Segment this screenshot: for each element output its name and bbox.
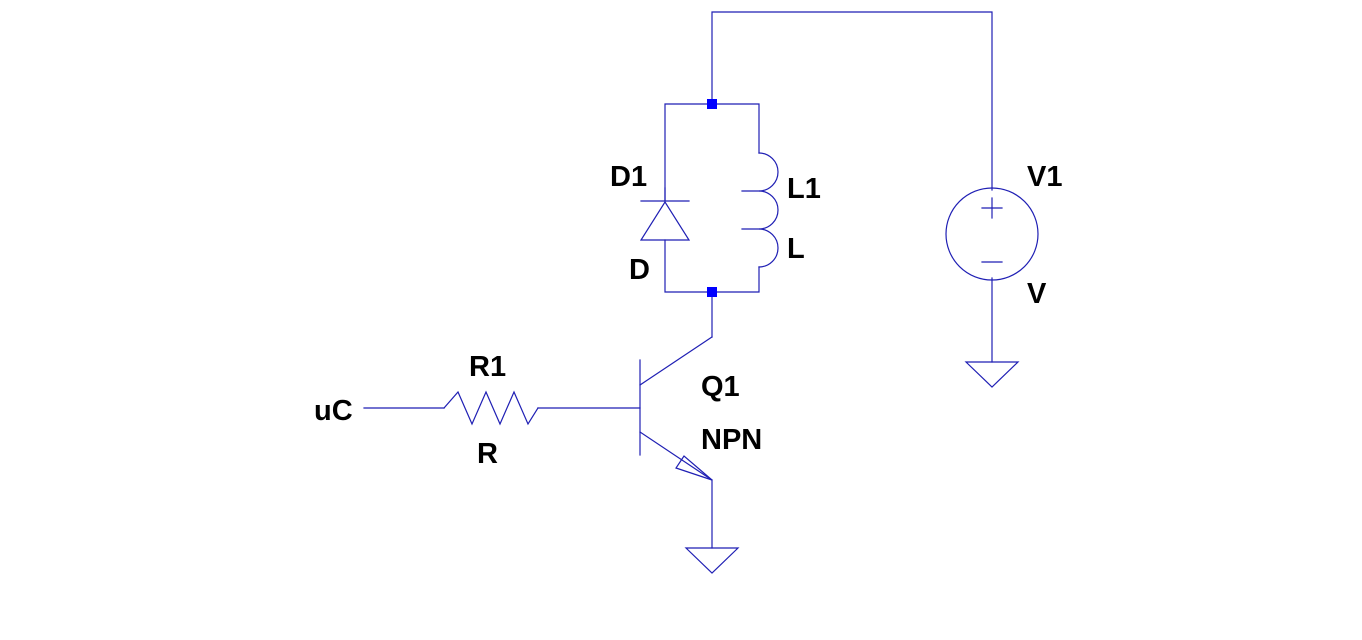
voltage-source-body: [945, 187, 1039, 281]
l1-ref-label: L1: [787, 173, 821, 205]
net-label-uc: uC: [314, 395, 353, 427]
ground-icon: [964, 361, 1020, 388]
v1-value-label: V: [1027, 278, 1047, 310]
transistor-emitter-arrow: [675, 455, 713, 481]
wires: [363, 11, 993, 549]
wire-upper-rail: [664, 103, 760, 202]
inductor-icon: [741, 152, 779, 268]
r1-ref-label: R1: [469, 351, 506, 383]
q1-ref-label: Q1: [701, 371, 740, 403]
junction-upper: [707, 99, 717, 109]
voltage-source-icon: [945, 187, 1039, 281]
resistor-icon: [443, 390, 539, 426]
npn-transistor-icon: [639, 336, 713, 481]
l1-value-label: L: [787, 233, 805, 265]
r1-value-label: R: [477, 438, 498, 470]
ground-icon: [684, 547, 740, 574]
junction-lower: [707, 287, 717, 297]
inductor-coils: [758, 152, 779, 268]
d1-value-label: D: [629, 254, 650, 286]
transistor-emitter-lead: [639, 431, 713, 481]
v1-ref-label: V1: [1027, 161, 1062, 193]
d1-ref-label: D1: [610, 161, 647, 193]
resistor-zigzag: [443, 390, 539, 426]
wire-supply-top: [711, 11, 993, 191]
diode-body: [639, 200, 691, 241]
transistor-collector-lead: [639, 336, 713, 386]
wire-lower-rail: [664, 239, 760, 293]
diode-icon: [639, 187, 691, 241]
q1-value-label: NPN: [701, 424, 762, 456]
